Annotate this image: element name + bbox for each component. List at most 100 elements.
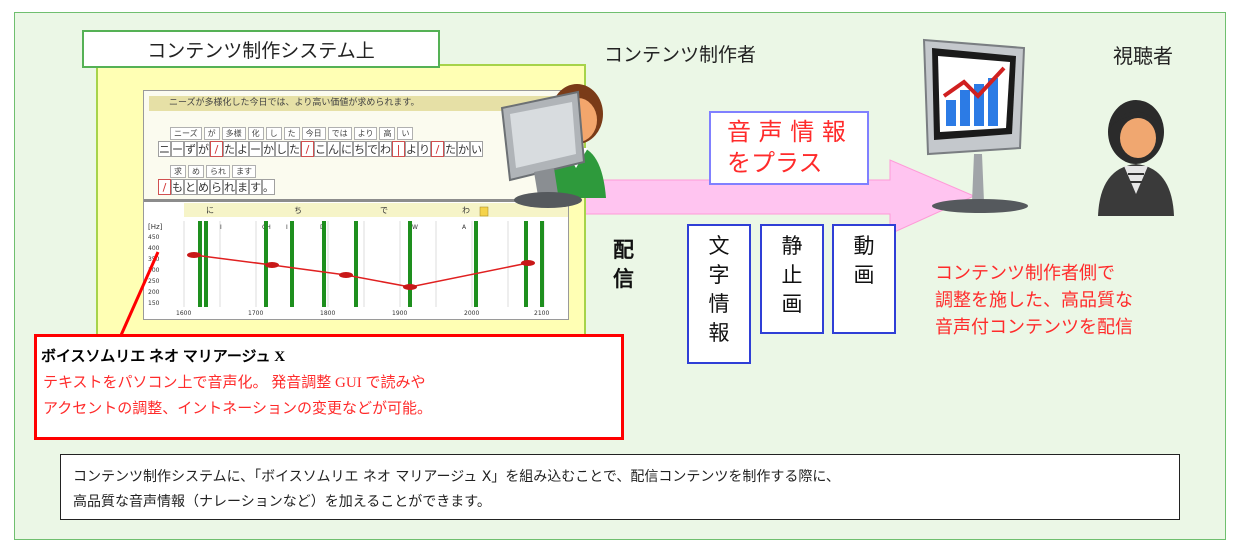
editor-word[interactable]: い — [397, 127, 414, 140]
word-row-2: 求められます — [170, 165, 258, 178]
kana-cell[interactable]: ず — [184, 141, 197, 157]
kana-cell[interactable]: り — [418, 141, 431, 157]
pitch-syllable: に — [206, 206, 214, 215]
editor-word[interactable]: め — [188, 165, 204, 178]
x-tick: 2000 — [464, 310, 479, 317]
kana-cell[interactable]: / — [431, 141, 444, 157]
editor-word[interactable]: ニーズ — [170, 127, 202, 140]
kana-cell[interactable]: か — [262, 141, 275, 157]
voice-info-line1: 音 声 情 報 — [727, 118, 846, 146]
kana-cell[interactable]: ら — [210, 179, 223, 195]
x-tick: 1800 — [320, 310, 335, 317]
media-char: 静 — [781, 234, 803, 258]
y-tick: 250 — [148, 278, 160, 285]
media-char: 画 — [853, 263, 875, 287]
media-char: 動 — [853, 234, 875, 258]
kana-cell[interactable]: し — [275, 141, 288, 157]
kana-cell[interactable]: わ — [379, 141, 392, 157]
kana-cell[interactable]: で — [366, 141, 379, 157]
kana-cell[interactable]: / — [158, 179, 171, 195]
editor-word[interactable]: 化 — [247, 127, 264, 140]
viewer-label: 視聴者 — [1113, 44, 1173, 68]
editor-word[interactable]: より — [353, 127, 378, 140]
kana-cell[interactable]: に — [340, 141, 353, 157]
phoneme-bar — [198, 221, 202, 307]
callout-pointer — [116, 251, 160, 343]
media-char: 報 — [708, 321, 730, 345]
y-tick: 150 — [148, 300, 160, 307]
kana-cell[interactable]: ち — [353, 141, 366, 157]
phoneme-label: I — [220, 224, 222, 231]
editor-word[interactable]: られ — [206, 165, 230, 178]
media-char: 情 — [708, 292, 730, 316]
kana-cell[interactable]: い — [470, 141, 483, 157]
summary-box: コンテンツ制作システムに、「ボイスソムリエ ネオ マリアージュ X」を組み込むこ… — [60, 454, 1180, 520]
kana-cell[interactable]: よ — [405, 141, 418, 157]
kana-cell[interactable]: 。 — [262, 179, 275, 195]
kana-cell[interactable]: / — [301, 141, 314, 157]
kana-cell[interactable]: た — [223, 141, 236, 157]
editor-word[interactable]: では — [327, 127, 352, 140]
editor-word[interactable]: が — [203, 127, 220, 140]
kana-cell[interactable]: か — [457, 141, 470, 157]
pitch-syllable: わ — [462, 206, 470, 215]
kana-cell[interactable]: ー — [249, 141, 262, 157]
kana-row-1: ニーずが/たよーかした/こんにちでわ|より/たかい — [158, 141, 483, 157]
editor-word[interactable]: 求 — [170, 165, 186, 178]
kana-cell[interactable]: も — [171, 179, 184, 195]
phoneme-label: I — [286, 224, 288, 231]
kana-cell[interactable]: よ — [236, 141, 249, 157]
phoneme-label: A — [462, 224, 467, 231]
kana-cell[interactable]: た — [288, 141, 301, 157]
editor-word[interactable]: し — [265, 127, 282, 140]
media-box-text: 文字情報 — [687, 224, 751, 364]
editor-word[interactable]: た — [283, 127, 300, 140]
kana-cell[interactable]: す — [249, 179, 262, 195]
pitch-point — [339, 272, 353, 278]
kana-cell[interactable]: と — [184, 179, 197, 195]
x-tick: 1600 — [176, 310, 191, 317]
kana-cell[interactable]: ん — [327, 141, 340, 157]
kana-cell[interactable]: ー — [171, 141, 184, 157]
caption-line: 音声付コンテンツを配信 — [935, 317, 1133, 338]
kana-cell[interactable]: ニ — [158, 141, 171, 157]
editor-word[interactable]: 高 — [379, 127, 396, 140]
media-box-video: 動画 — [832, 224, 896, 334]
pitch-point — [187, 252, 201, 258]
editor-word[interactable]: 多様 — [221, 127, 246, 140]
viewer-monitor-icon — [922, 38, 1028, 213]
distribution-arrow — [560, 159, 976, 235]
kana-cell[interactable]: / — [210, 141, 223, 157]
editor-word[interactable]: 今日 — [301, 127, 326, 140]
author-monitor-icon — [500, 90, 586, 208]
pitch-graph: [Hz]にちでわNICHIDEWA45040035030025020015016… — [144, 203, 568, 319]
product-desc-line1: テキストをパソコン上で音声化。 発音調整 GUI で読みや — [43, 375, 426, 391]
kana-cell[interactable]: | — [392, 141, 405, 157]
summary-line1: コンテンツ制作システムに、「ボイスソムリエ ネオ マリアージュ X」を組み込むこ… — [73, 469, 840, 485]
phoneme-bar — [408, 221, 412, 307]
kana-cell[interactable]: め — [197, 179, 210, 195]
media-box-still: 静止画 — [760, 224, 824, 334]
editor-word[interactable]: ます — [232, 165, 256, 178]
x-tick: 1700 — [248, 310, 263, 317]
voice-info-line2: をプラス — [727, 149, 823, 177]
kana-cell[interactable]: が — [197, 141, 210, 157]
summary-line2: 高品質な音声情報（ナレーションなど）を加えることができます。 — [73, 494, 491, 510]
kana-cell[interactable]: れ — [223, 179, 236, 195]
pitch-unit: [Hz] — [148, 223, 163, 231]
kana-cell[interactable]: ま — [236, 179, 249, 195]
pitch-point — [403, 284, 417, 290]
phoneme-bar — [540, 221, 544, 307]
kana-cell[interactable]: た — [444, 141, 457, 157]
editor-text-pane: ニーズが多様化した今日では、より高い価値が求められます。 ニーズが多様化した今日… — [144, 91, 568, 202]
product-title: ボイスソムリエ ネオ マリアージュ X — [41, 349, 286, 365]
caption-line: 調整を施した、高品質な — [935, 290, 1133, 311]
media-char: 文 — [708, 234, 730, 258]
phoneme-bar — [474, 221, 478, 307]
pitch-point — [521, 260, 535, 266]
pitch-point — [265, 262, 279, 268]
kana-row-2: /もとめられます。 — [158, 179, 275, 195]
kana-cell[interactable]: こ — [314, 141, 327, 157]
x-tick: 1900 — [392, 310, 407, 317]
